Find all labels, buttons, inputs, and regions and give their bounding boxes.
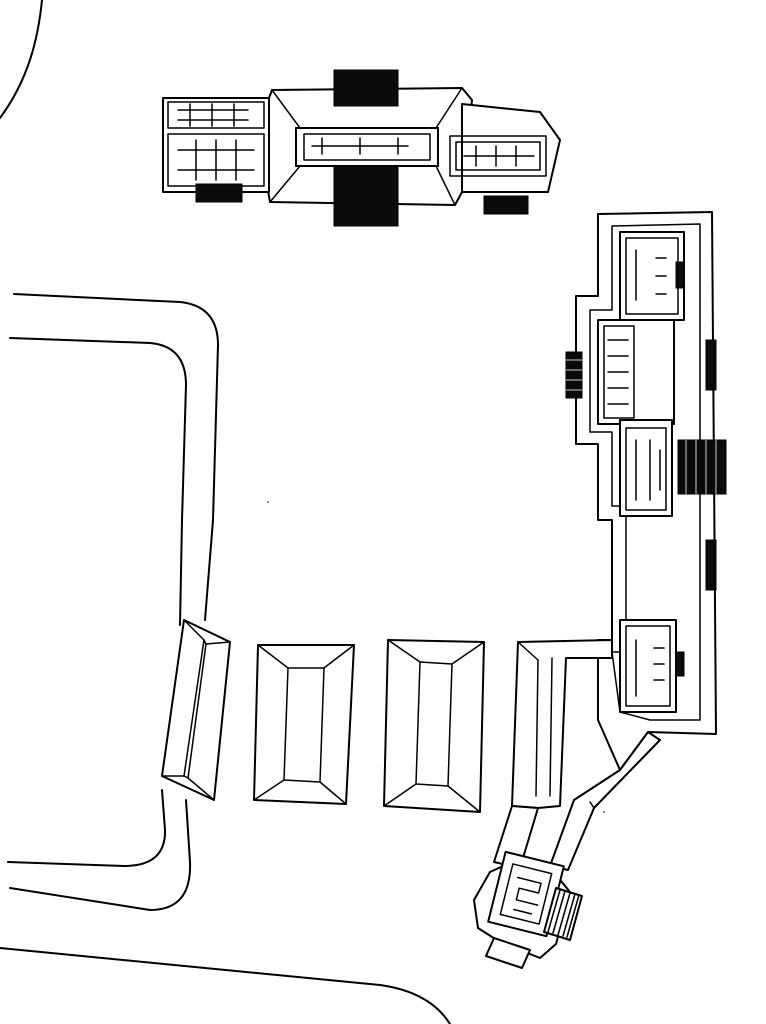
left-road-lower-outer xyxy=(10,800,190,910)
central-hall xyxy=(266,70,472,226)
speck xyxy=(267,501,269,503)
stair-room-4 xyxy=(676,652,684,676)
stair-center xyxy=(678,440,726,494)
left-road-outer-edge xyxy=(14,294,218,620)
bottom-road-curve xyxy=(0,948,450,1024)
gatehouse xyxy=(474,852,582,968)
left-road-lower-inner xyxy=(8,790,165,866)
top-building-complex xyxy=(163,70,560,226)
room-1 xyxy=(620,232,684,320)
room-4 xyxy=(620,620,676,712)
pavilion-2 xyxy=(254,645,354,804)
east-wing xyxy=(450,104,560,214)
room-3 xyxy=(620,420,672,516)
stair-east-bottom xyxy=(706,540,716,590)
right-long-building xyxy=(566,212,726,770)
left-road-inner-edge xyxy=(10,338,186,625)
pavilion-1 xyxy=(162,620,230,800)
room-2-courtyard xyxy=(598,320,674,424)
gatehouse-lower-porch xyxy=(486,938,530,968)
stair-west-side xyxy=(566,352,582,398)
road-curve-top-left xyxy=(0,0,42,118)
speck xyxy=(603,811,605,813)
west-wing xyxy=(163,98,269,202)
gatehouse-stair xyxy=(544,888,582,940)
left-road xyxy=(8,294,218,910)
stair-room-1 xyxy=(676,262,684,288)
stair-east-top xyxy=(706,340,716,390)
pavilion-3 xyxy=(384,640,484,812)
